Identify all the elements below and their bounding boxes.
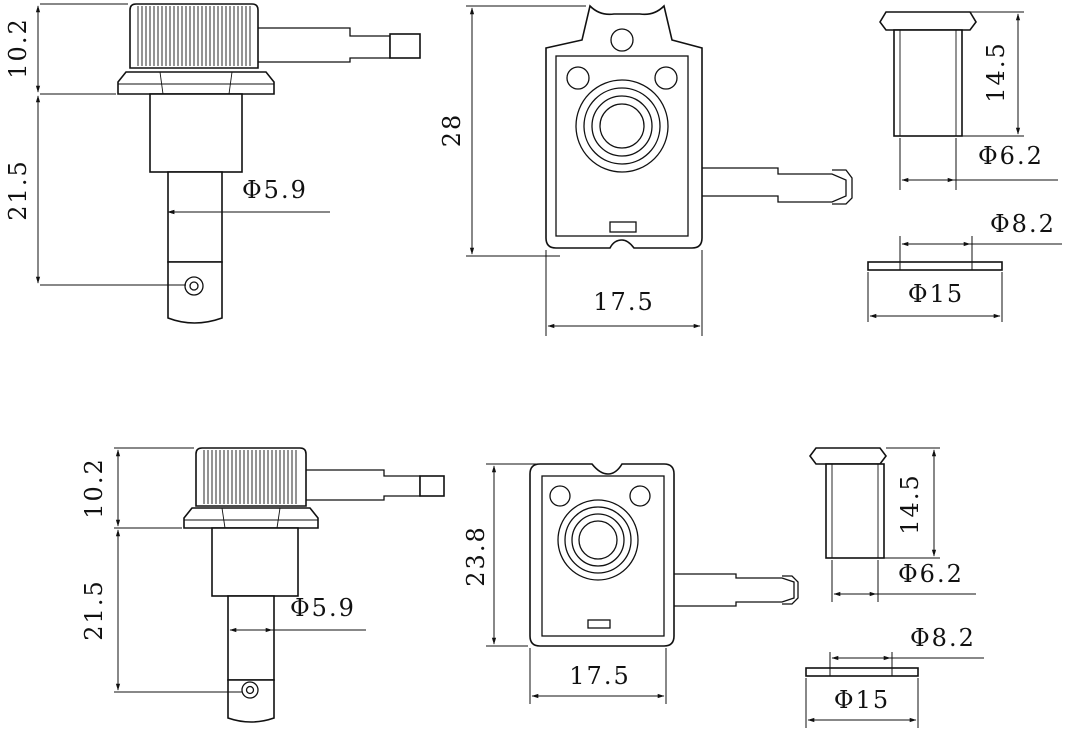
top-washer-outer: Φ15 <box>908 280 964 308</box>
bottom-front-view: 23.8 17.5 <box>462 463 799 704</box>
bottom-washer-hole: Φ8.2 <box>910 624 976 652</box>
bottom-front-width: 17.5 <box>569 662 630 690</box>
top-bushing-diameter: Φ6.2 <box>978 142 1044 170</box>
top-side-shaft-diameter: Φ5.9 <box>242 176 308 204</box>
top-bushing-height: 14.5 <box>982 41 1010 102</box>
top-side-body-height: 21.5 <box>4 159 32 220</box>
top-washer-hole: Φ8.2 <box>990 210 1056 238</box>
bottom-side-view: 10.2 21.5 Φ5.9 <box>80 447 445 723</box>
top-washer: Φ8.2 Φ15 <box>867 210 1062 322</box>
bottom-washer: Φ8.2 Φ15 <box>805 624 984 728</box>
top-front-width: 17.5 <box>593 288 654 316</box>
top-front-height: 28 <box>438 113 466 148</box>
bottom-front-height: 23.8 <box>462 525 490 586</box>
top-side-collar-height: 10.2 <box>4 17 32 78</box>
bottom-bushing: 14.5 Φ6.2 <box>809 447 976 602</box>
top-front-view: 28 17.5 <box>438 4 853 336</box>
bottom-bushing-diameter: Φ6.2 <box>898 560 964 588</box>
top-bushing: 14.5 Φ6.2 <box>879 11 1058 190</box>
top-side-view: 10.2 21.5 Φ5.9 <box>4 3 421 324</box>
bottom-bushing-height: 14.5 <box>896 473 924 534</box>
bottom-side-shaft-diameter: Φ5.9 <box>290 594 356 622</box>
bottom-side-collar-height: 10.2 <box>80 457 108 518</box>
bottom-side-body-height: 21.5 <box>80 579 108 640</box>
bottom-washer-outer: Φ15 <box>834 686 890 714</box>
